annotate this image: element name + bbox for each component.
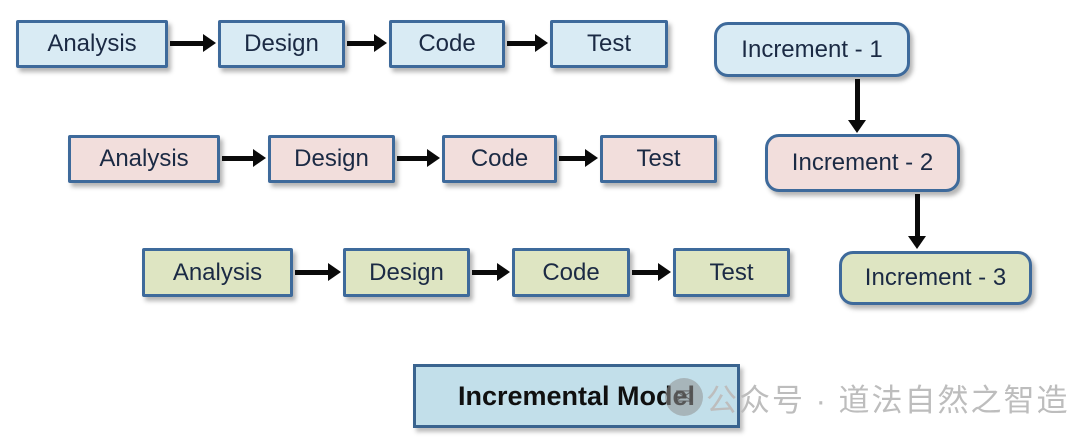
phase-label: Test bbox=[709, 258, 754, 286]
increment-label: Increment - 2 bbox=[791, 149, 934, 176]
phase-box-test-1: Test bbox=[550, 20, 668, 68]
arrow-right-icon bbox=[222, 148, 266, 168]
phase-label: Analysis bbox=[172, 258, 263, 286]
arrow-right-icon bbox=[559, 148, 598, 168]
phase-box-design-3: Design bbox=[343, 248, 470, 297]
phase-label: Design bbox=[244, 30, 319, 57]
phase-label: Code bbox=[418, 30, 476, 57]
watermark-text: 公众号 · 道法自然之智造 bbox=[706, 383, 1070, 418]
diagram-title: Incremental Model bbox=[457, 380, 696, 411]
phase-label: Test bbox=[636, 145, 681, 172]
arrow-right-icon bbox=[507, 33, 548, 53]
phase-box-analysis-1: Analysis bbox=[16, 20, 168, 68]
arrow-right-icon bbox=[347, 33, 387, 53]
increment-label: Increment - 3 bbox=[864, 264, 1007, 291]
phase-box-analysis-3: Analysis bbox=[142, 248, 293, 297]
arrow-right-icon bbox=[295, 262, 341, 282]
phase-label: Analysis bbox=[47, 30, 137, 57]
phase-box-test-2: Test bbox=[600, 135, 717, 183]
phase-label: Code bbox=[542, 258, 600, 286]
arrow-right-icon bbox=[632, 262, 671, 282]
phase-box-code-1: Code bbox=[389, 20, 505, 68]
arrow-right-icon bbox=[397, 148, 440, 168]
phase-box-design-1: Design bbox=[218, 20, 345, 68]
phase-box-code-2: Code bbox=[442, 135, 557, 183]
arrow-down-icon bbox=[847, 79, 867, 133]
increment-2-box: Increment - 2 bbox=[765, 134, 960, 192]
arrow-down-icon bbox=[907, 194, 927, 249]
arrow-right-icon bbox=[472, 262, 510, 282]
phase-box-analysis-2: Analysis bbox=[68, 135, 220, 183]
phase-label: Test bbox=[586, 30, 631, 57]
increment-label: Increment - 1 bbox=[741, 35, 883, 63]
increment-1-box: Increment - 1 bbox=[714, 22, 910, 77]
phase-box-design-2: Design bbox=[268, 135, 395, 183]
phase-label: Code bbox=[470, 145, 529, 172]
increment-3-box: Increment - 3 bbox=[839, 251, 1032, 305]
phase-label: Design bbox=[294, 145, 369, 172]
watermark-logo-icon: ✉ bbox=[665, 378, 703, 416]
arrow-right-icon bbox=[170, 33, 216, 53]
phase-box-code-3: Code bbox=[512, 248, 630, 297]
phase-label: Design bbox=[369, 258, 444, 286]
phase-box-test-3: Test bbox=[673, 248, 790, 297]
phase-label: Analysis bbox=[99, 145, 189, 172]
